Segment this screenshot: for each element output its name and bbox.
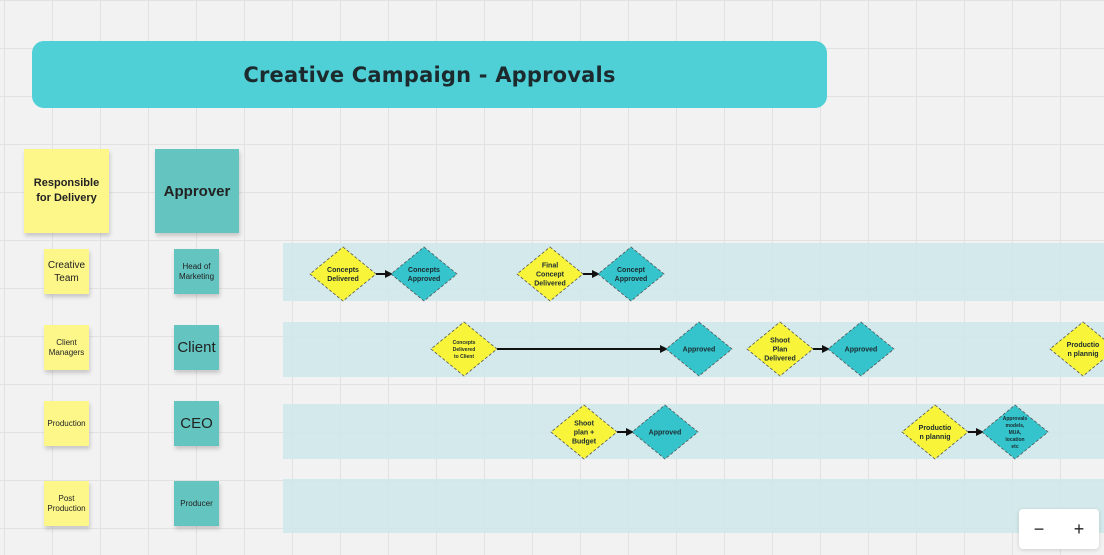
- zoom-controls: − +: [1019, 509, 1099, 549]
- diamond-shape: [430, 321, 498, 377]
- diamond-shape: [1049, 321, 1104, 377]
- diamond-shape: [390, 246, 458, 302]
- diamond-shape: [827, 321, 895, 377]
- zoom-in-button[interactable]: +: [1073, 518, 1085, 539]
- title-banner[interactable]: Creative Campaign - Approvals: [32, 41, 827, 108]
- page-title: Creative Campaign - Approvals: [243, 62, 616, 87]
- diamond-shape: [516, 246, 584, 302]
- approver-note-head-of-marketing[interactable]: Head of Marketing: [174, 249, 219, 294]
- responsible-note-label: Post Production: [47, 493, 86, 513]
- approver-note-label: CEO: [180, 415, 213, 432]
- diamond-label: Approved: [845, 346, 878, 353]
- zoom-out-button[interactable]: −: [1033, 518, 1045, 539]
- approver-note-label: Client: [177, 339, 216, 356]
- responsible-note-label: Client Managers: [48, 337, 85, 357]
- approver-note-label: Producer: [180, 498, 213, 508]
- approver-note-producer[interactable]: Producer: [174, 481, 219, 526]
- diamond-label: Approved: [649, 429, 682, 436]
- diamond-shape: [631, 404, 699, 460]
- responsible-note-production[interactable]: Production: [44, 401, 89, 446]
- approver-note-ceo[interactable]: CEO: [174, 401, 219, 446]
- responsible-note-creative-team[interactable]: Creative Team: [44, 249, 89, 294]
- diamond-shape: [901, 404, 969, 460]
- diamond-shape: [665, 321, 733, 377]
- approver-header-label: Approver: [163, 182, 231, 200]
- swimlane-4: [283, 479, 1104, 533]
- diamond-shape: [746, 321, 814, 377]
- decision-diamond[interactable]: Approved: [665, 321, 733, 377]
- decision-diamond[interactable]: Approved: [827, 321, 895, 377]
- approver-note-label: Head of Marketing: [178, 261, 215, 281]
- responsible-note-client-managers[interactable]: Client Managers: [44, 325, 89, 370]
- decision-diamond[interactable]: Approved: [631, 404, 699, 460]
- diamond-shape: [550, 404, 618, 460]
- responsible-note-post-production[interactable]: Post Production: [44, 481, 89, 526]
- diamond-shape: [309, 246, 377, 302]
- approver-note-client[interactable]: Client: [174, 325, 219, 370]
- approver-header-note[interactable]: Approver: [155, 149, 239, 233]
- responsible-note-label: Creative Team: [47, 259, 86, 284]
- responsible-header-label: Responsible for Delivery: [33, 177, 100, 204]
- diamond-shape: [597, 246, 665, 302]
- diamond-label: Approved: [683, 346, 716, 353]
- diamond-shape: [981, 404, 1049, 460]
- responsible-header-note[interactable]: Responsible for Delivery: [24, 149, 109, 233]
- responsible-note-label: Production: [47, 418, 86, 428]
